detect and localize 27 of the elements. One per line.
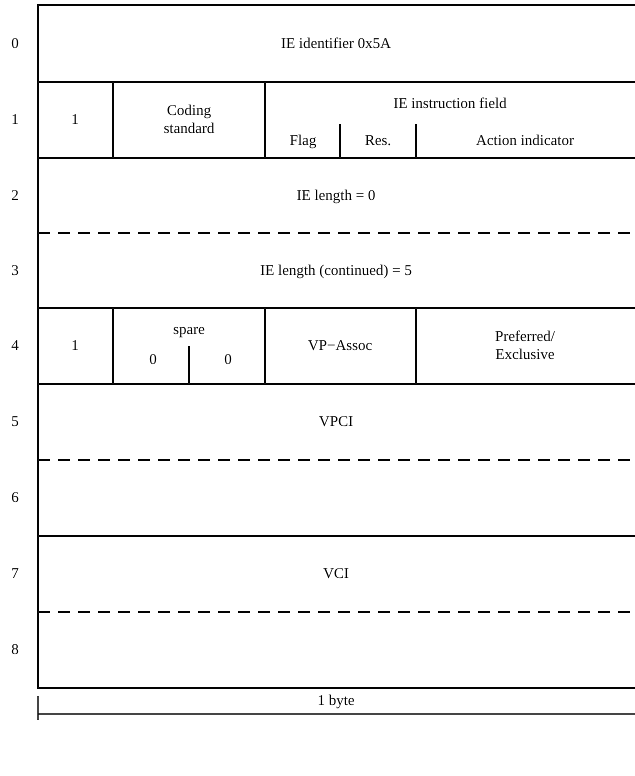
- field-label: IE length = 0: [296, 187, 376, 205]
- dimension-label: 1 byte: [317, 692, 355, 710]
- field-label: Action indicator: [476, 132, 574, 150]
- row-number: 8: [11, 641, 19, 659]
- row-number: 3: [11, 262, 19, 280]
- row-number: 7: [11, 565, 19, 583]
- field-label: VCI: [323, 565, 349, 583]
- row-number: 0: [11, 35, 19, 53]
- row-number: 5: [11, 413, 19, 431]
- field-label: IE identifier 0x5A: [281, 35, 391, 53]
- bit-value: 0: [224, 351, 232, 369]
- field-label: Res.: [364, 132, 392, 150]
- row-number: 2: [11, 187, 19, 205]
- field-label: Preferred/ Exclusive: [494, 328, 556, 364]
- field-label: IE instruction field: [393, 95, 507, 113]
- bit-value: 1: [71, 337, 79, 355]
- row-number: 4: [11, 337, 19, 355]
- field-label: IE length (continued) = 5: [260, 262, 412, 280]
- field-label: Flag: [290, 132, 316, 150]
- bit-value: 0: [149, 351, 157, 369]
- field-label: VP−Assoc: [308, 337, 372, 355]
- field-label: spare: [173, 321, 205, 339]
- field-label: VPCI: [318, 413, 354, 431]
- field-label: Coding standard: [162, 102, 216, 138]
- row-number: 1: [11, 111, 19, 129]
- bit-value: 1: [71, 111, 79, 129]
- row-number: 6: [11, 489, 19, 507]
